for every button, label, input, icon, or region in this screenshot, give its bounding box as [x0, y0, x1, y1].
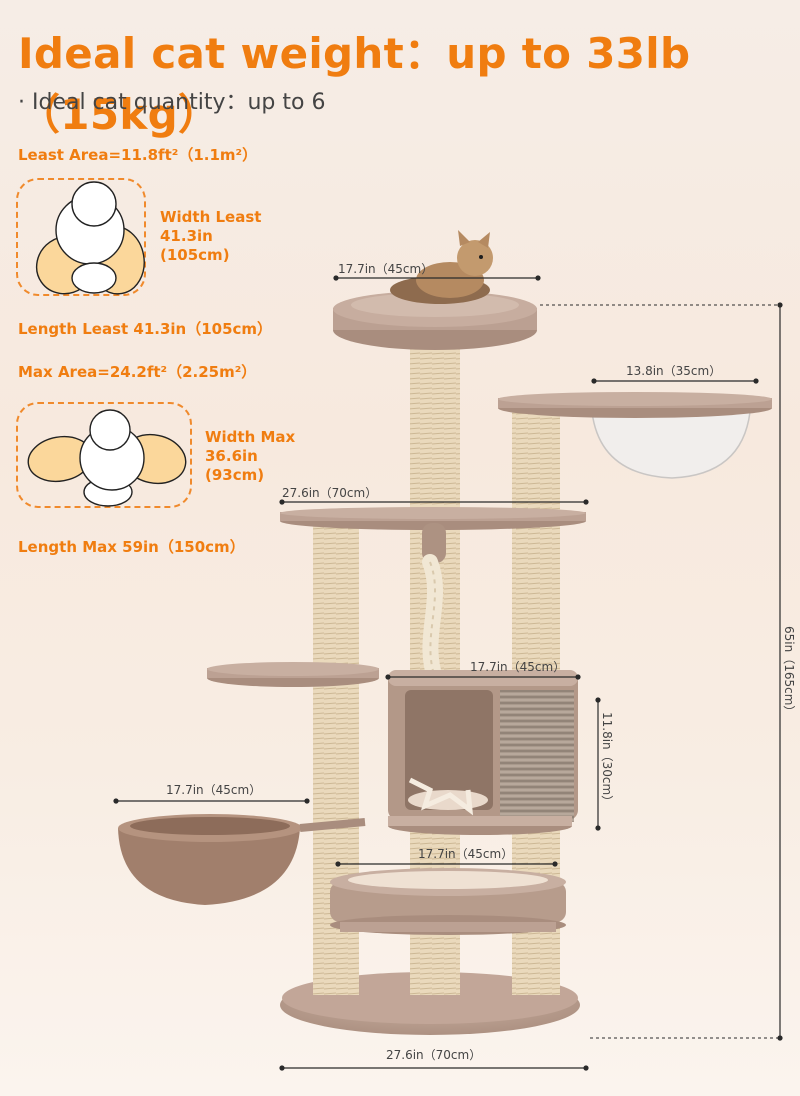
dim-bowl-perch: 13.8in（35cm） [626, 364, 722, 378]
least-area-title: Least Area=11.8ft²（1.1m²） [18, 146, 258, 164]
dim-middle-platform: 27.6in（70cm） [282, 486, 378, 500]
toy-rope [422, 554, 449, 798]
dim-total-height: 65in（165cm） [782, 626, 796, 718]
condo-opening [405, 690, 493, 810]
max-area-figure [27, 409, 187, 507]
max-area-cat-shapes [27, 409, 187, 507]
dim-base: 27.6in（70cm） [386, 1048, 482, 1062]
max-area-diagram [16, 402, 192, 508]
least-area-figure [35, 181, 145, 295]
cat-quantity-text: · Ideal cat quantity：up to 6 [18, 90, 326, 115]
condo [388, 670, 578, 820]
top-perch [333, 310, 537, 350]
dimension-lines [113, 275, 783, 1071]
max-length-label: Length Max 59in（150cm） [18, 538, 245, 556]
right-post [512, 410, 560, 995]
least-area-diagram [16, 178, 146, 296]
left-perch [207, 669, 379, 687]
lower-bed [330, 882, 566, 922]
dim-condo-width: 17.7in（45cm） [470, 660, 566, 674]
bowl-perch [498, 398, 772, 418]
left-post [313, 525, 359, 995]
max-area-title: Max Area=24.2ft²（2.25m²） [18, 363, 257, 381]
toy-rope-holder [422, 523, 446, 563]
least-area-cat-shapes [35, 181, 145, 295]
least-length-label: Length Least 41.3in（105cm） [18, 320, 273, 338]
hammock [118, 828, 300, 905]
dim-top-perch: 17.7in（45cm） [338, 262, 434, 276]
least-width-label: Width Least 41.3in (105cm) [160, 208, 262, 264]
headline-cat-weight: Ideal cat weight：up to 33lb（15kg） [18, 29, 691, 139]
base-platform [280, 975, 580, 1035]
center-post [410, 335, 460, 995]
middle-platform [280, 512, 586, 530]
max-width-label: Width Max 36.6in (93cm) [205, 428, 296, 484]
dim-condo-height: 11.8in（30cm） [600, 712, 614, 808]
clear-bowl [591, 411, 751, 479]
dim-lower-bed: 17.7in（45cm） [418, 847, 514, 861]
dim-hammock: 17.7in（45cm） [166, 783, 262, 797]
scratch-board [500, 690, 574, 822]
